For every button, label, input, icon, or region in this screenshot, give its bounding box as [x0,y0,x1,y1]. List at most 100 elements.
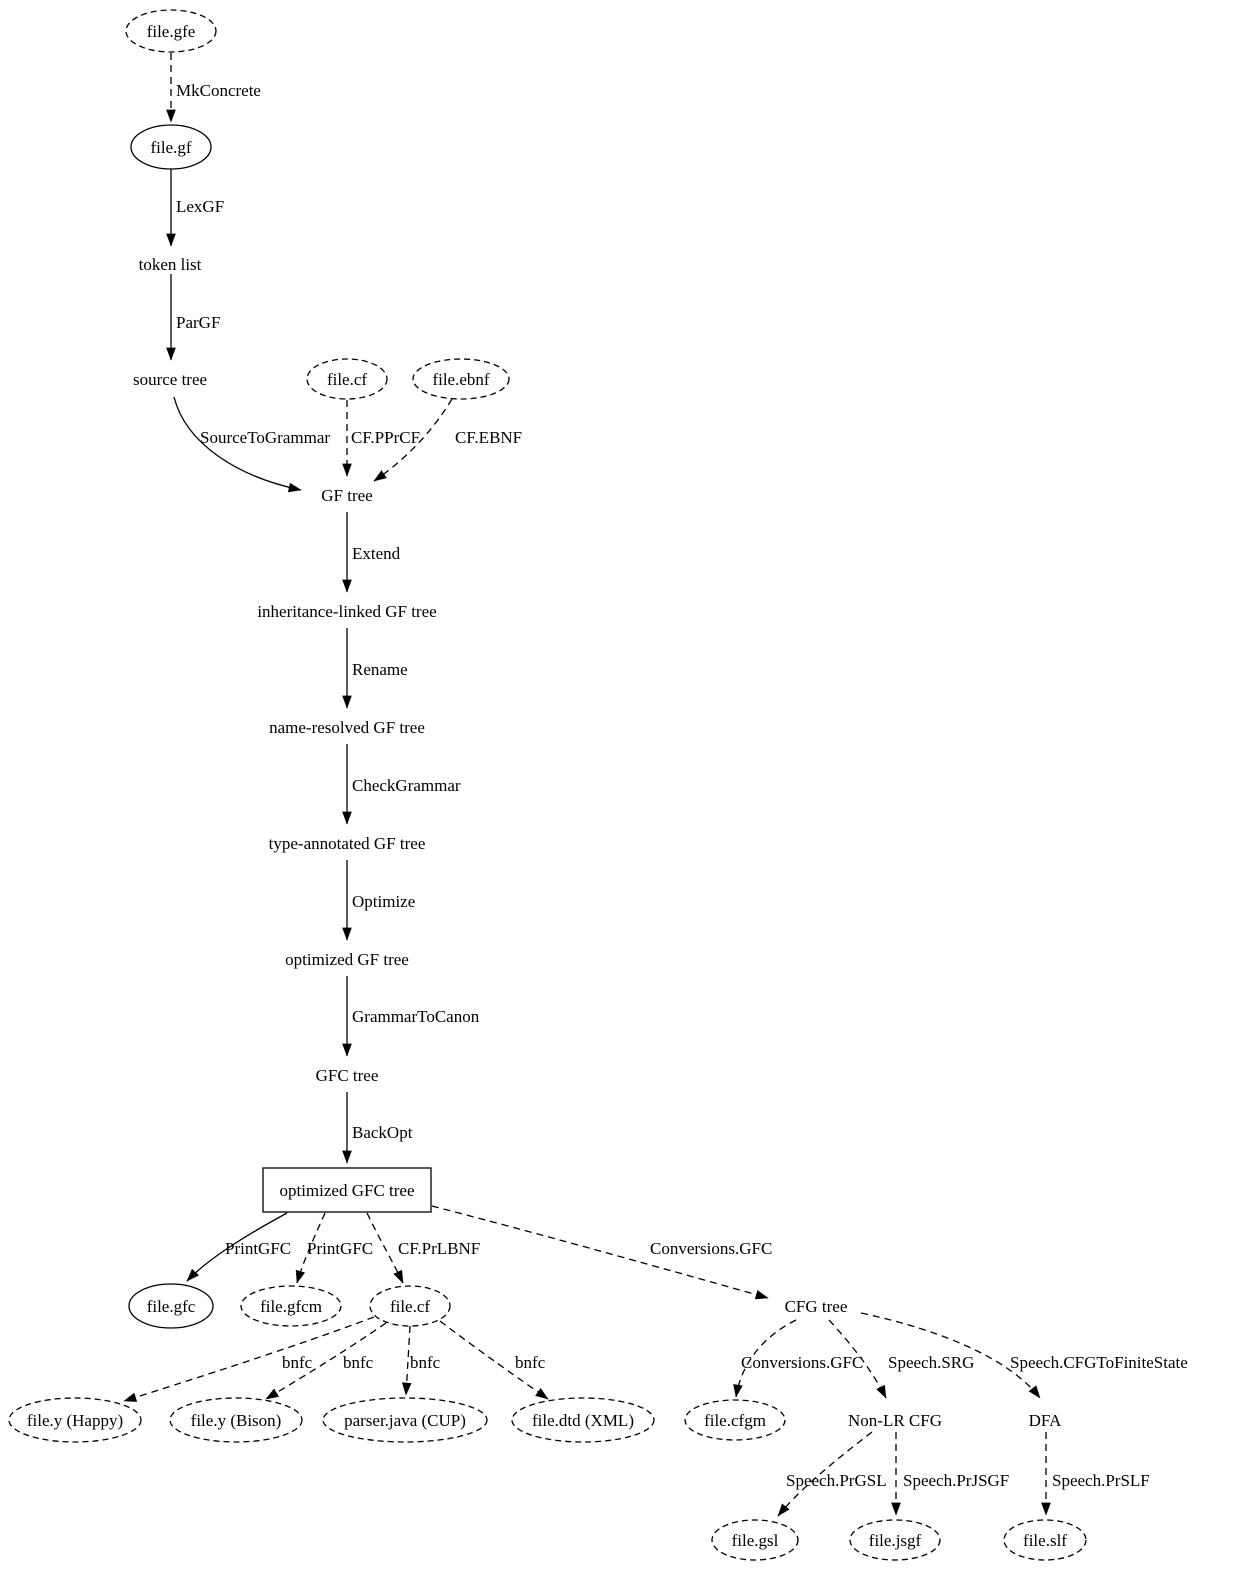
file-y-bison-outline [169,1397,303,1443]
edge-label-backopt: BackOpt [352,1123,413,1142]
node-file-dtd-xml: file.dtd (XML) [511,1397,655,1443]
node-opt-gf-tree: optimized GF tree [285,950,409,969]
edge-cf-prlbnf [366,1212,404,1284]
edge-conversions-gfc-cfgm [733,1319,797,1398]
edge-label-sourcetogrammar: SourceToGrammar [200,428,330,447]
dfa-label: DFA [1029,1411,1062,1430]
edge-label-pargf: ParGF [176,313,220,332]
cfg-tree-label: CFG tree [785,1297,848,1316]
file-cfgm-label: file.cfgm [704,1411,766,1430]
opt-gfc-tree-label: optimized GFC tree [279,1181,414,1200]
source-tree-label: source tree [133,370,207,389]
edge-label-speech-prslf: Speech.PrSLF [1052,1471,1150,1490]
gf-tree-label: GF tree [321,486,372,505]
gfc-tree-label: GFC tree [316,1066,379,1085]
node-file-cf-bottom: file.cf [369,1285,451,1327]
node-name-gf-tree: name-resolved GF tree [269,718,425,737]
edge-speech-cfgtofinitestate [860,1312,1041,1399]
node-token-list: token list [139,255,202,274]
file-gfcm-outline [240,1285,342,1327]
node-file-slf: file.slf [1003,1519,1087,1561]
file-cf-top-outline [306,358,388,400]
file-dtd-xml-outline [511,1397,655,1443]
edge-label-speech-cfgtofinitestate: Speech.CFGToFiniteState [1010,1353,1188,1372]
edge-cf-ebnf [373,398,453,482]
node-file-cfgm: file.cfgm [684,1399,786,1441]
edge-label-optimize: Optimize [352,892,415,911]
edge-label-printgfc-gfc: PrintGFC [225,1239,291,1258]
edge-label-bnfc-happy: bnfc [282,1353,313,1372]
edge-speech-prgsl [777,1431,873,1517]
edge-bnfc-dtd [439,1320,549,1400]
type-gf-tree-label: type-annotated GF tree [269,834,426,853]
edge-label-speech-srg: Speech.SRG [888,1353,974,1372]
node-file-y-bison: file.y (Bison) [169,1397,303,1443]
edge-printgfc-gfc [186,1212,288,1282]
node-dfa: DFA [1029,1411,1062,1430]
edge-label-cf-ebnf: CF.EBNF [455,428,522,447]
file-gfcm-label: file.gfcm [260,1297,322,1316]
file-slf-outline [1003,1519,1087,1561]
file-ebnf-label: file.ebnf [432,370,489,389]
file-y-happy-label: file.y (Happy) [27,1411,123,1430]
file-cf-bottom-outline [369,1285,451,1327]
file-y-happy-outline [8,1397,142,1443]
file-cf-bottom-label: file.cf [390,1297,430,1316]
node-inh-gf-tree: inheritance-linked GF tree [257,602,436,621]
edge-label-conversions-gfc-cfgm: Conversions.GFC [741,1353,863,1372]
token-list-label: token list [139,255,202,274]
edge-printgfc-gfcm [295,1212,326,1284]
file-gsl-label: file.gsl [732,1531,779,1550]
file-gfc-label: file.gfc [147,1297,196,1316]
node-file-jsgf: file.jsgf [849,1519,941,1561]
edge-label-extend: Extend [352,544,401,563]
node-gfc-tree: GFC tree [316,1066,379,1085]
non-lr-cfg-label: Non-LR CFG [848,1411,942,1430]
file-gfc-outline [128,1283,214,1329]
file-y-bison-label: file.y (Bison) [191,1411,282,1430]
edge-label-conversions-gfc-cfgtree: Conversions.GFC [650,1239,772,1258]
file-gf-outline [130,124,212,170]
edge-label-cf-pprcf: CF.PPrCF [351,428,420,447]
node-parser-java-cup: parser.java (CUP) [322,1397,488,1443]
node-non-lr-cfg: Non-LR CFG [848,1411,942,1430]
parser-java-cup-outline [322,1397,488,1443]
inh-gf-tree-label: inheritance-linked GF tree [257,602,436,621]
file-gf-label: file.gf [150,138,191,157]
edge-label-bnfc-dtd: bnfc [515,1353,546,1372]
edge-label-speech-prgsl: Speech.PrGSL [786,1471,887,1490]
node-source-tree: source tree [133,370,207,389]
edge-label-grammartocanon: GrammarToCanon [352,1007,480,1026]
file-gsl-outline [711,1519,799,1561]
node-file-gf: file.gf [130,124,212,170]
parser-java-cup-label: parser.java (CUP) [344,1411,466,1430]
node-gf-tree: GF tree [321,486,372,505]
file-cf-top-label: file.cf [327,370,367,389]
edge-sourcetogrammar [173,396,302,493]
file-jsgf-outline [849,1519,941,1561]
edge-speech-srg [828,1319,887,1399]
edge-conversions-gfc-cfgtree [431,1205,769,1300]
file-jsgf-label: file.jsgf [869,1531,922,1550]
node-cfg-tree: CFG tree [785,1297,848,1316]
edge-label-bnfc-bison: bnfc [343,1353,374,1372]
node-opt-gfc-tree: optimized GFC tree [262,1167,432,1213]
opt-gf-tree-label: optimized GF tree [285,950,409,969]
file-cfgm-outline [684,1399,786,1441]
node-type-gf-tree: type-annotated GF tree [269,834,426,853]
edge-label-checkgrammar: CheckGrammar [352,776,461,795]
edge-label-rename: Rename [352,660,408,679]
edge-label-cf-prlbnf: CF.PrLBNF [398,1239,480,1258]
node-file-cf-top: file.cf [306,358,388,400]
node-file-y-happy: file.y (Happy) [8,1397,142,1443]
node-file-gfcm: file.gfcm [240,1285,342,1327]
edge-label-bnfc-cup: bnfc [410,1353,441,1372]
edge-bnfc-happy [123,1316,375,1402]
edge-label-speech-prjsgf: Speech.PrJSGF [903,1471,1009,1490]
edge-bnfc-bison [265,1322,387,1400]
edge-label-mkconcrete: MkConcrete [176,81,261,100]
